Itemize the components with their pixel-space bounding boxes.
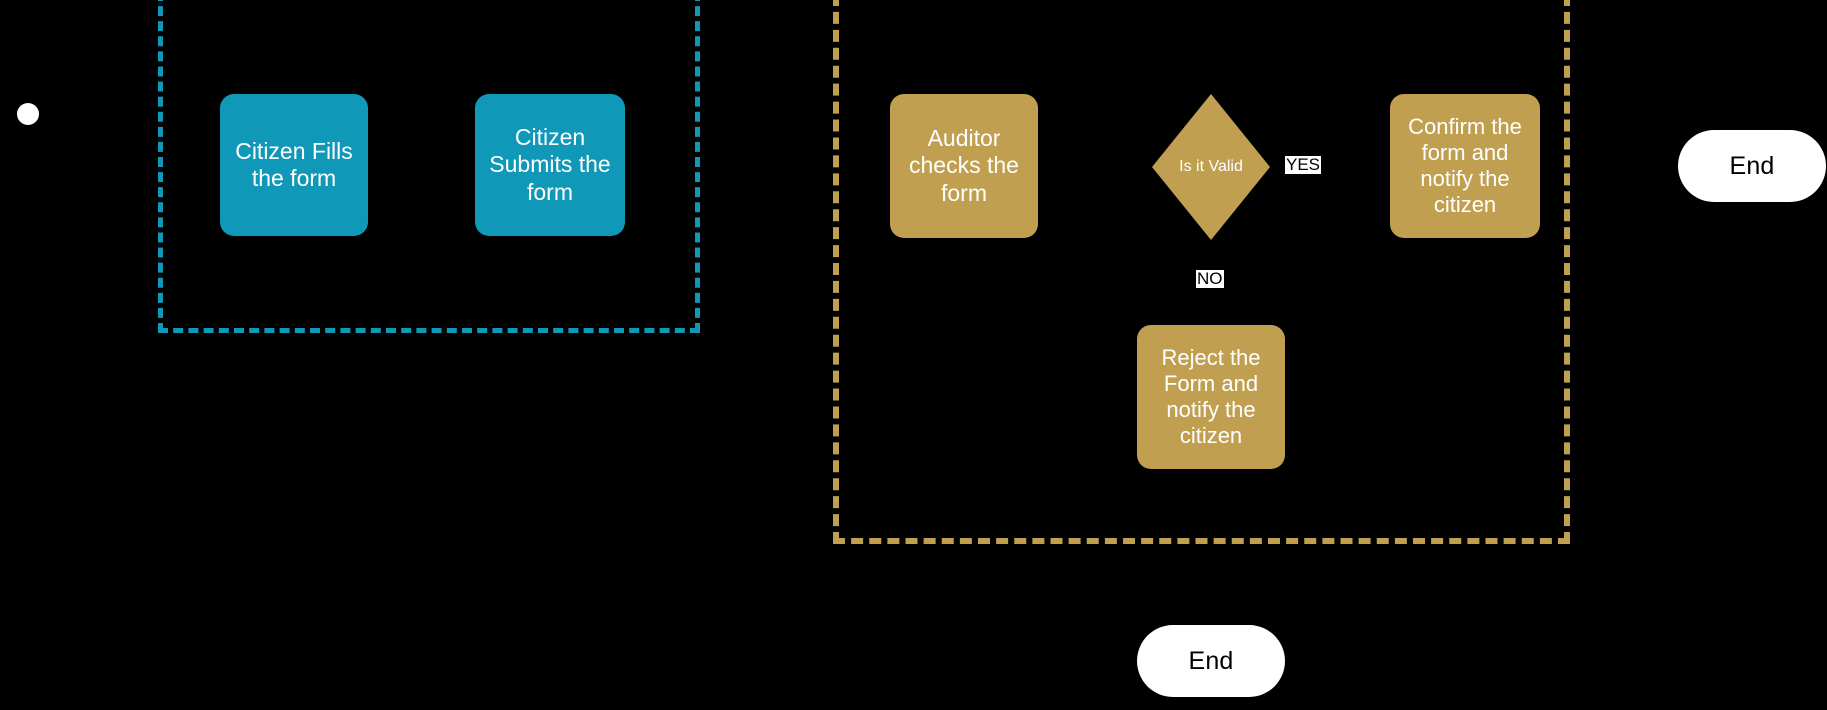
edge-label-no: NO [1196,269,1224,288]
task-confirm-form-notify-citizen[interactable]: Confirm the form and notify the citizen [1390,94,1540,238]
decision-is-it-valid[interactable]: Is it Valid [1152,94,1270,240]
end-event-bottom-label: End [1188,646,1234,675]
task-auditor-checks-the-form[interactable]: Auditor checks the form [890,94,1038,238]
start-event-node[interactable] [17,103,39,125]
end-event-right-label: End [1729,151,1775,180]
end-event-bottom[interactable]: End [1137,625,1285,697]
task-citizen-fills-the-form[interactable]: Citizen Fills the form [220,94,368,236]
diamond-shape-icon [1152,94,1270,240]
task-citizen-submits-the-form-label: Citizen Submits the form [489,124,611,205]
task-auditor-checks-the-form-label: Auditor checks the form [909,125,1019,206]
task-citizen-fills-the-form-label: Citizen Fills the form [235,137,353,191]
citizen-lane-boundary [158,0,700,333]
task-confirm-form-notify-citizen-label: Confirm the form and notify the citizen [1408,114,1522,217]
task-reject-form-notify-citizen-label: Reject the Form and notify the citizen [1161,345,1261,448]
task-reject-form-notify-citizen[interactable]: Reject the Form and notify the citizen [1137,325,1285,469]
end-event-right[interactable]: End [1678,130,1826,202]
decision-is-it-valid-label: Is it Valid [1179,158,1243,175]
auditor-lane-boundary [833,0,1570,544]
edge-label-yes: YES [1285,155,1322,174]
task-citizen-submits-the-form[interactable]: Citizen Submits the form [475,94,625,236]
